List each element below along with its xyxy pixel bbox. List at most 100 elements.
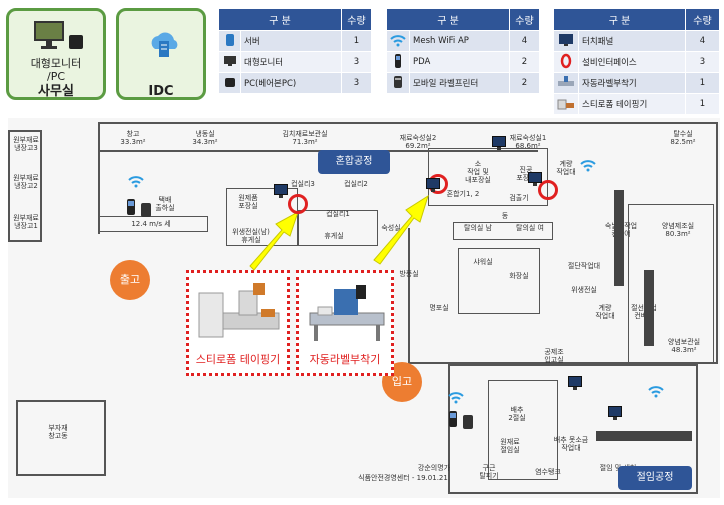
room-label: 원부재료 냉장고3 xyxy=(13,136,39,152)
tape-machine-icon xyxy=(198,283,280,338)
zone-mix-process: 혼합공정 xyxy=(318,150,390,174)
room-label: 숙성실 xyxy=(381,224,401,232)
room-label: 샤워실 xyxy=(473,258,493,266)
touch-panel-icon xyxy=(426,178,440,192)
auto-labeler-caption: 자동라벨부착기 xyxy=(309,353,381,366)
wall-warehouse xyxy=(16,400,106,476)
auto-labeler-icon xyxy=(558,75,574,86)
room-label: 컵실리3 xyxy=(291,180,315,188)
room-label: 김치재료보관실 71.3m² xyxy=(282,130,328,146)
room-label: 원제품 포장실 xyxy=(238,194,258,210)
room-label: 진공 포장실 xyxy=(516,166,536,182)
table-row: 터치패널 4 xyxy=(553,30,720,52)
row-qty: 2 xyxy=(509,51,540,73)
wall-packing xyxy=(226,188,298,246)
col-header-category: 구 분 xyxy=(386,8,510,31)
row-name: 서버 xyxy=(240,30,342,52)
cloud-server-icon xyxy=(151,32,178,57)
table-row: 자동라벨부착기 1 xyxy=(553,72,720,94)
pda-icon xyxy=(449,411,457,427)
wall-locker xyxy=(453,222,553,240)
barebone-pc-icon xyxy=(224,77,235,87)
wall-south-block xyxy=(448,364,698,494)
room-label: 양념제조실 80.3m² xyxy=(661,222,695,238)
wall-main-north xyxy=(98,122,718,234)
room-label: 배추 2절실 xyxy=(508,406,526,422)
room-label: 계량 작업대 xyxy=(556,160,576,176)
room-label: 식품안전경영센터 - 19.01.21 xyxy=(358,474,448,482)
room-label: 원부재료 냉장고2 xyxy=(13,174,39,190)
row-qty: 3 xyxy=(341,72,372,94)
tape-machine-caption: 스티로폼 테이핑기 xyxy=(195,353,281,366)
idc-title: IDC xyxy=(148,84,174,99)
row-qty: 3 xyxy=(685,51,720,73)
col-header-qty: 수량 xyxy=(509,8,540,31)
row-name: 설비인터페이스 xyxy=(578,51,686,73)
wall-mix-area xyxy=(428,148,548,206)
conveyor-line xyxy=(644,270,654,346)
large-monitor-icon xyxy=(492,136,506,150)
room-label: 12.4 m/s 세 xyxy=(131,220,171,228)
room-label: 택배 출하실 xyxy=(155,196,175,212)
office-title: 사무실 xyxy=(38,84,74,99)
zone-pickle-process: 절임공정 xyxy=(618,466,692,490)
wall-pickle-room xyxy=(488,380,558,480)
large-monitor-icon xyxy=(568,376,582,390)
wall-corridor xyxy=(98,216,208,232)
col-header-category: 구 분 xyxy=(553,8,686,31)
room-label: 탈의실 남 xyxy=(464,224,492,232)
row-name: PC(베어본PC) xyxy=(240,72,342,94)
wall-restroom xyxy=(298,210,378,246)
touch-panel-icon xyxy=(608,406,622,420)
room-label: 위생전실(남) 휴게실 xyxy=(232,228,270,244)
room-label: 재료숙성실1 68.6m² xyxy=(509,134,547,150)
large-monitor-icon xyxy=(223,55,236,66)
room-label: 컵실리1 xyxy=(326,210,350,218)
room-label: 컵실리2 xyxy=(344,180,368,188)
touch-panel-icon xyxy=(559,33,573,46)
equipment-interface-ring xyxy=(288,194,308,214)
wall-shower xyxy=(458,248,540,314)
room-label: 절선작업 컨베어 xyxy=(631,304,657,320)
auto-labeler-icon xyxy=(309,285,385,341)
pda-icon xyxy=(395,53,401,68)
row-name: 대형모니터 xyxy=(240,51,342,73)
col-header-qty: 수량 xyxy=(685,8,720,31)
wall-left-fridges xyxy=(8,130,42,242)
table-servers: 구 분 수량 서버 1 대형모니터 3 PC(베어본PC) 3 xyxy=(218,8,372,94)
room-label: 재료숙성실2 69.2m² xyxy=(399,134,437,150)
row-qty: 1 xyxy=(685,93,720,115)
table-row: 설비인터페이스 3 xyxy=(553,51,720,73)
table-network: 구 분 수량 Mesh WiFi AP 4 PDA 2 모바일 라벨프린터 2 xyxy=(386,8,540,94)
row-name: PDA xyxy=(409,51,510,73)
row-name: 자동라벨부착기 xyxy=(578,72,686,94)
room-label: 화장실 xyxy=(509,272,529,280)
table-row: 대형모니터 3 xyxy=(218,51,372,73)
large-monitor-icon xyxy=(34,21,83,49)
wall-main-body xyxy=(408,228,718,364)
touch-panel-icon xyxy=(274,184,288,198)
wifi-icon xyxy=(390,34,406,46)
room-label: 동 xyxy=(501,212,509,220)
row-qty: 4 xyxy=(509,30,540,52)
table-row: 서버 1 xyxy=(218,30,372,52)
room-label: 공제조 입고실 xyxy=(544,348,564,364)
room-label: 염수탱크 xyxy=(535,468,561,476)
row-name: 터치패널 xyxy=(578,30,686,52)
equipment-interface-ring xyxy=(538,180,558,200)
room-label: 절단작업대 xyxy=(567,262,601,270)
arrow-to-packing xyxy=(249,210,299,271)
col-header-qty: 수량 xyxy=(341,8,372,31)
tape-machine-icon xyxy=(557,99,574,109)
room-label: 강순의명가 xyxy=(417,464,451,472)
server-icon xyxy=(225,33,234,46)
pda-icon xyxy=(127,199,135,215)
tape-machine-box: 스티로폼 테이핑기 xyxy=(186,270,290,376)
conveyor-line xyxy=(614,190,624,286)
wall-sauce-room xyxy=(628,204,714,364)
wifi-icon xyxy=(580,160,596,172)
room-label: 구근 탈피기 xyxy=(479,464,499,480)
arrow-to-mix xyxy=(373,194,429,265)
room-label: 탈수실 82.5m² xyxy=(670,130,696,146)
row-qty: 4 xyxy=(685,30,720,52)
